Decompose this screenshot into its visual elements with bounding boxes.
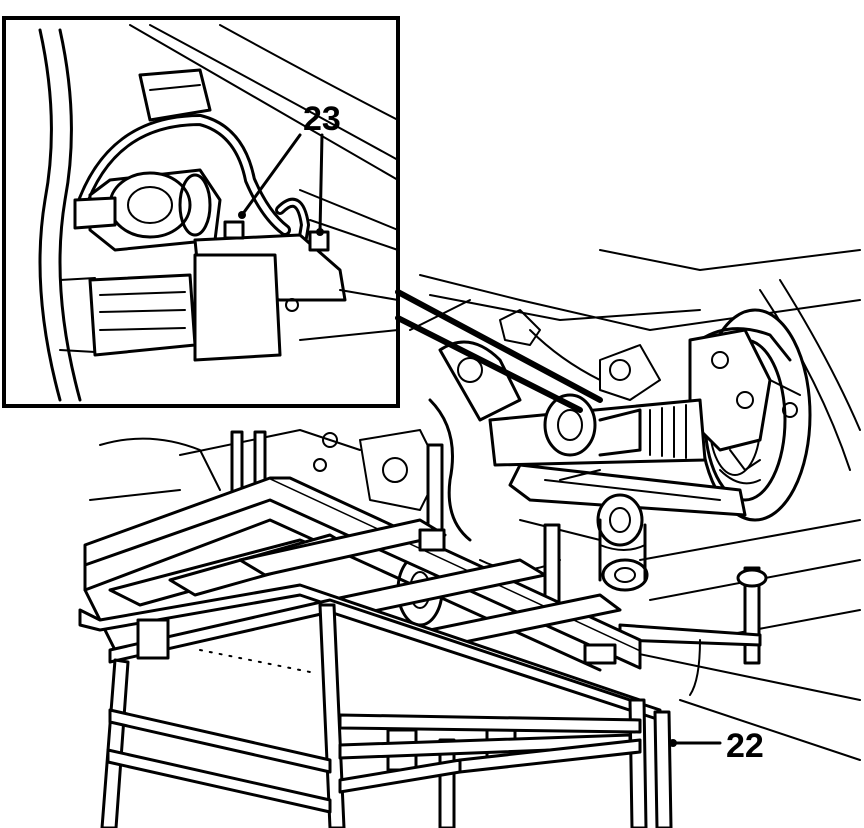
vehicle-underside-illustration xyxy=(89,249,861,761)
support-frame xyxy=(78,430,673,828)
callout-label-23: 23 xyxy=(303,100,341,138)
callout-22: 22 xyxy=(669,727,764,765)
detail-inset xyxy=(2,16,603,413)
callout-label-22: 22 xyxy=(726,727,764,765)
